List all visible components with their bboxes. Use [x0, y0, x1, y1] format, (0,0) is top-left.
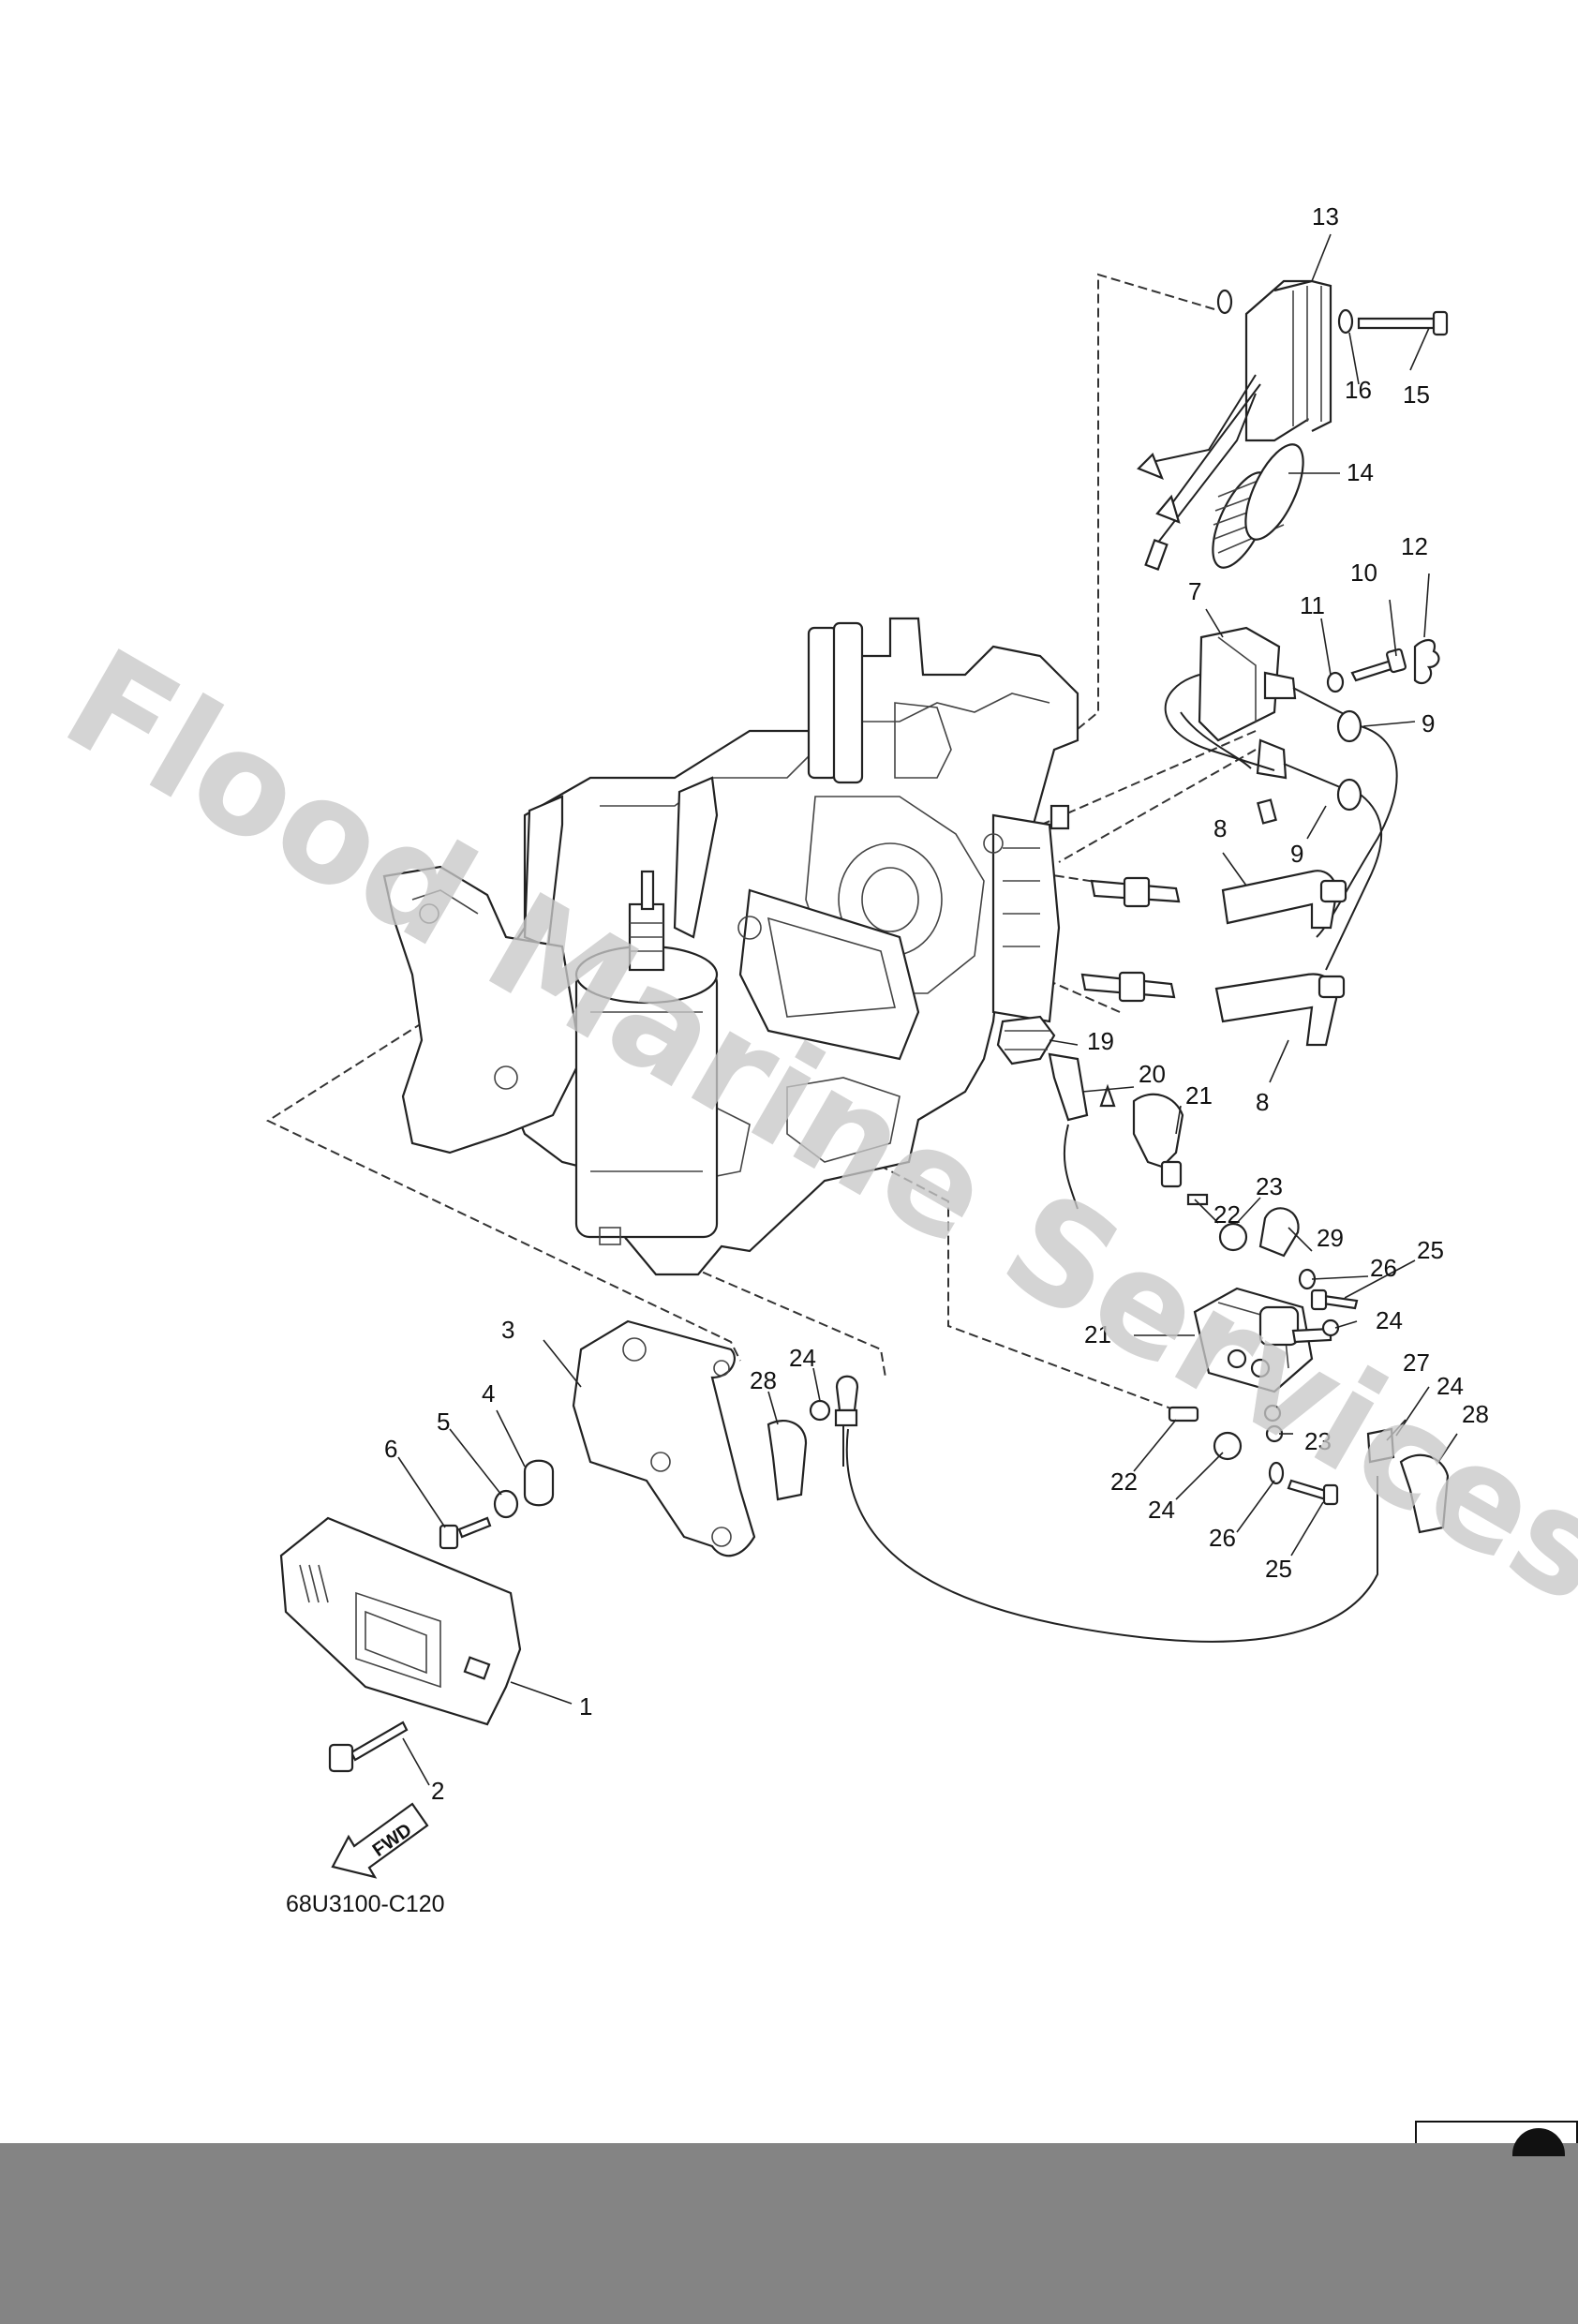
starter-assembly — [382, 865, 719, 1245]
plug-caps — [1214, 870, 1347, 1047]
callout-3: 3 — [501, 1316, 514, 1344]
bolt-2 — [328, 1721, 409, 1773]
callout-24c: 24 — [789, 1344, 816, 1372]
callout-23: 23 — [1304, 1427, 1332, 1455]
callout-13: 13 — [1312, 202, 1339, 231]
callout-27: 27 — [1403, 1348, 1430, 1377]
callout-24b: 24 — [1437, 1372, 1464, 1400]
callout-22a: 23 — [1256, 1172, 1283, 1200]
callout-6: 6 — [384, 1435, 397, 1463]
coil-sleeve — [1212, 443, 1304, 569]
callout-28a: 28 — [750, 1366, 777, 1394]
callout-26b: 26 — [1209, 1524, 1236, 1552]
cdi-unit — [279, 1516, 522, 1726]
callout-14: 14 — [1347, 458, 1374, 486]
callout-26a: 26 — [1370, 1254, 1397, 1282]
callout-8a: 8 — [1213, 814, 1227, 842]
callout-4: 4 — [482, 1379, 495, 1408]
callout-8b: 8 — [1256, 1088, 1269, 1116]
fwd-arrow: FWD — [331, 1802, 429, 1879]
callout-19: 21 — [1185, 1081, 1213, 1110]
callout-2: 2 — [431, 1777, 444, 1805]
spark-plugs — [1080, 876, 1181, 1003]
callout-labels: 13 16 15 14 12 10 11 7 9 9 8 8 19 20 21 … — [384, 202, 1489, 1805]
page-tab-marker — [1512, 2128, 1565, 2156]
callout-20: 21 — [1084, 1320, 1111, 1348]
callout-5: 5 — [437, 1408, 450, 1436]
callout-9b: 9 — [1290, 840, 1303, 868]
drawing-code: 68U3100-C120 — [286, 1891, 445, 1917]
callout-17: 19 — [1087, 1027, 1114, 1055]
callout-22b: 24 — [1148, 1496, 1175, 1524]
callout-1: 1 — [579, 1692, 592, 1721]
callout-29: 29 — [1317, 1224, 1344, 1252]
page-tab — [1415, 2121, 1578, 2156]
footer-bar — [0, 2143, 1578, 2324]
callout-25b: 25 — [1265, 1555, 1292, 1583]
callout-24a: 24 — [1376, 1306, 1403, 1334]
leader-lines — [397, 233, 1458, 1786]
callout-9a: 9 — [1422, 709, 1435, 737]
callout-7: 7 — [1188, 577, 1201, 605]
ignition-coil — [1164, 626, 1440, 971]
mounting-plate — [439, 1319, 756, 1557]
callout-25a: 25 — [1417, 1236, 1444, 1264]
callout-18: 20 — [1139, 1060, 1166, 1088]
callout-28b: 28 — [1462, 1400, 1489, 1428]
callout-15: 15 — [1403, 380, 1430, 409]
sender-fittings — [996, 1015, 1184, 1210]
callout-21b: 22 — [1110, 1467, 1138, 1496]
rectifier-regulator — [1137, 279, 1449, 571]
callout-21a: 22 — [1213, 1200, 1241, 1229]
callout-10: 10 — [1350, 559, 1377, 587]
callout-16: 16 — [1345, 376, 1372, 404]
callout-11: 11 — [1300, 591, 1325, 619]
starter-relay — [1168, 1193, 1395, 1506]
callout-12: 12 — [1401, 532, 1428, 560]
